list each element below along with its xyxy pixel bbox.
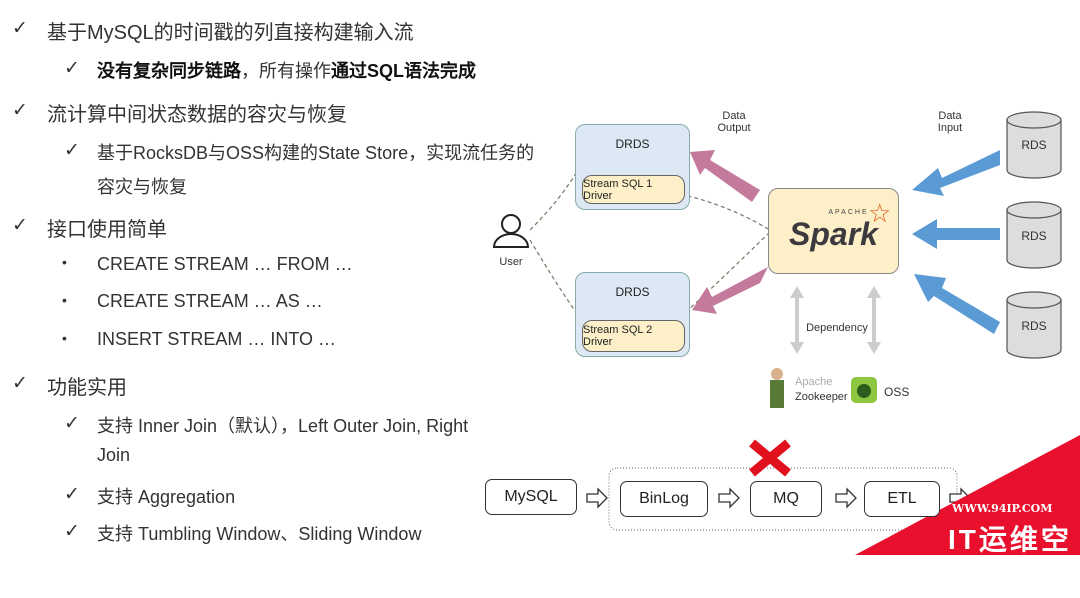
bullet-text: CREATE STREAM … FROM … [97,254,353,274]
check-icon: ✓ [12,373,28,394]
zookeeper-label: Zookeeper [795,391,848,403]
bullet-text: CREATE STREAM … AS … [97,291,323,311]
spark-logo: Spark [789,216,878,252]
driver-label: Stream SQL 1 Driver [583,177,653,202]
spark-box: APACHE Spark [768,188,899,274]
bullet-dot-icon: • [62,254,67,270]
architecture-diagram-lines [492,111,1080,555]
bullet-text: 容灾与恢复 [97,177,187,197]
check-icon: ✓ [64,58,80,79]
bullet-text: 功能实用 [47,377,127,399]
dependency-arrows [790,286,881,354]
rds-label: RDS [1021,138,1047,152]
spark-apache-label: APACHE [828,209,869,216]
drds-label: DRDS [615,137,650,151]
check-icon: ✓ [64,413,80,434]
user-icon [492,214,530,248]
output-arrows [690,150,768,314]
rds-label: RDS [1021,319,1047,333]
flow-label: ETL [887,490,917,507]
check-icon: ✓ [12,215,28,236]
watermark-name: IT运维空间 [948,524,1072,595]
flow-label: BinLog [639,490,689,507]
flow-label: MySQL [504,488,558,505]
user-label: User [499,256,523,268]
bullet-text: Join [97,445,131,465]
spark-star-icon: ☆ [868,198,892,228]
flow-label: MQ [773,490,799,507]
bullet-text: 支持 Tumbling Window、Sliding Window [97,524,422,544]
rds-label: RDS [1021,229,1047,243]
bullet-text: 基于RocksDB与OSS构建的State Store，实现流任务的 [97,143,535,163]
zookeeper-apache-label: Apache [795,376,833,388]
bullet-text: 流计算中间状态数据的容灾与恢复 [47,104,347,126]
bullet-text: INSERT STREAM … INTO … [97,329,337,349]
data-input-label: Data Input [937,110,963,134]
flow-binlog: BinLog [620,481,708,517]
rds-cylinders [1006,111,1062,359]
flow-etl: ETL [864,481,940,517]
data-output-label: Data Output [717,110,751,134]
bullet-text: 没有复杂同步链路，所有操作通过SQL语法完成 [97,61,477,81]
check-icon: ✓ [64,484,80,505]
bullet-text: 基于MySQL的时间戳的列直接构建输入流 [47,22,414,44]
cross-icon [749,439,791,477]
input-arrows [912,150,1000,334]
bullet-text: 接口使用简单 [47,219,167,241]
watermark-banner [855,435,1080,555]
drds-label: DRDS [615,285,650,299]
dependency-label: Dependency [806,322,868,334]
check-icon: ✓ [12,18,28,39]
check-icon: ✓ [12,100,28,121]
bullet-text: 支持 Aggregation [97,487,236,507]
watermark-url: WWW.94IP.COM [952,502,1053,515]
stream-sql-1-driver: Stream SQL 1 Driver [582,175,685,204]
zookeeper-icon [770,368,784,408]
driver-label: Stream SQL 2 Driver [583,324,653,348]
oss-label: OSS [884,385,910,399]
flow-mq: MQ [750,481,822,517]
flow-mysql: MySQL [485,479,577,515]
bullet-dot-icon: • [62,330,67,346]
check-icon: ✓ [64,521,80,542]
check-icon: ✓ [64,140,80,161]
stream-sql-2-driver: Stream SQL 2 Driver [582,320,685,352]
bullet-dot-icon: • [62,292,67,308]
bullet-text: 支持 Inner Join（默认），Left Outer Join, Right [97,416,469,436]
